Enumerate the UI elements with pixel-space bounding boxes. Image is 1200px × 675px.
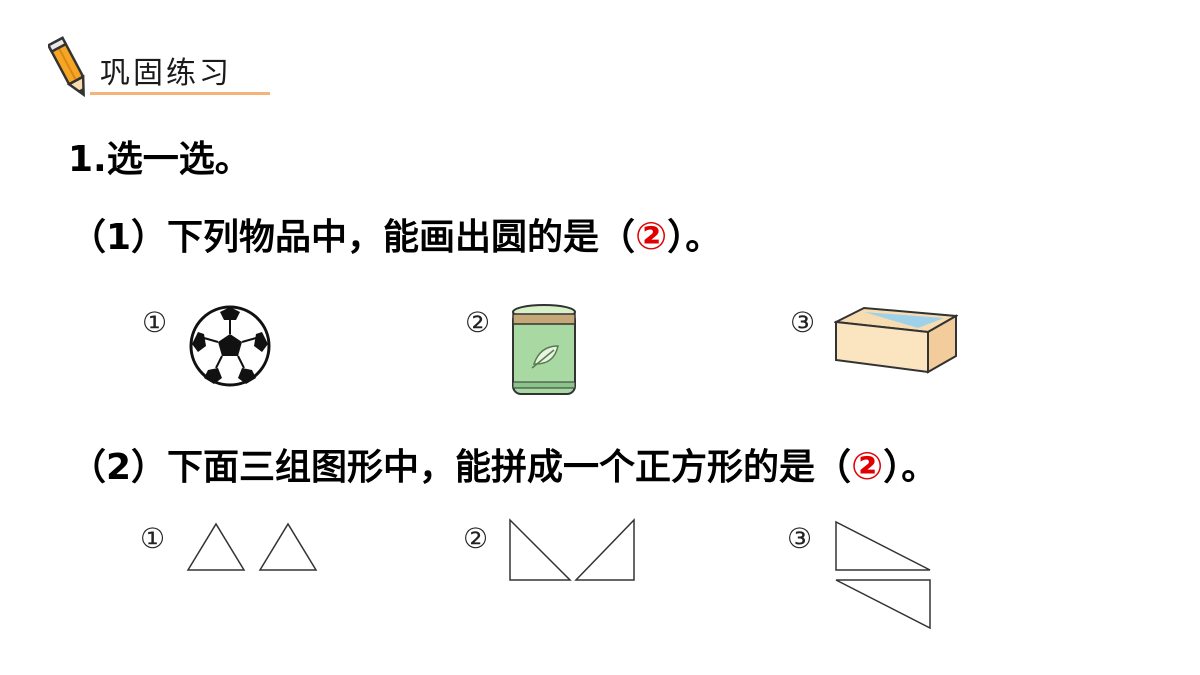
part2-prefix: （2）下面三组图形中，能拼成一个正方形的是（	[70, 447, 852, 488]
part1-question: （1）下列物品中，能画出圆的是（②）。	[70, 208, 721, 260]
part1-suffix: ）。	[667, 217, 722, 258]
question-title: 1.选一选。	[68, 139, 251, 180]
pencil-icon	[48, 36, 85, 98]
cylinder-can-icon	[512, 304, 576, 395]
part2-question: （2）下面三组图形中，能拼成一个正方形的是（②）。	[70, 438, 937, 490]
part1-option-1-label: ①	[142, 306, 168, 339]
part1-option-3-label: ③	[790, 306, 816, 339]
soccer-ball-icon	[189, 305, 271, 387]
part1-answer: ②	[635, 214, 668, 258]
section-title: 巩固练习	[100, 56, 232, 91]
part1-prefix: （1）下列物品中，能画出圆的是（	[70, 217, 636, 258]
part2-option-1-label: ①	[140, 522, 166, 555]
part2-suffix: ）。	[883, 447, 938, 488]
two-long-right-triangles-icon	[835, 520, 931, 630]
box-icon	[834, 306, 958, 374]
section-header: 巩固练习	[0, 0, 300, 110]
two-equilateral-triangles-icon	[186, 522, 318, 571]
part1-option-2-label: ②	[465, 306, 491, 339]
part2-option-2-label: ②	[463, 522, 489, 555]
part2-option-3-label: ③	[787, 522, 813, 555]
two-isosceles-right-triangles-icon	[509, 518, 635, 581]
part2-answer: ②	[851, 444, 884, 488]
title-underline	[90, 92, 270, 95]
